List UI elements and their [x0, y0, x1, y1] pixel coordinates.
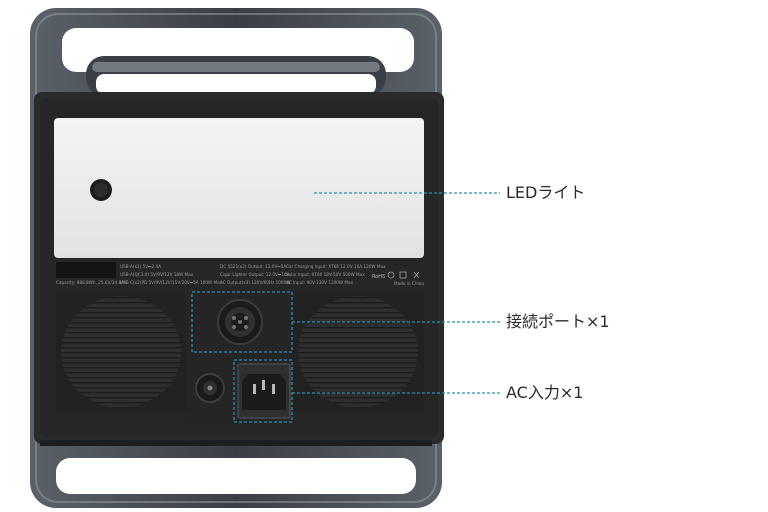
- spec-line: Car Charging Input: XT60 12.0V 10A 120W …: [286, 264, 386, 269]
- led-light-label: LEDライト: [506, 183, 586, 202]
- rohs-mark: RoHS: [372, 274, 385, 280]
- right-vent-grill: [292, 292, 424, 412]
- spec-line: USB-A(QC3.0) 5V/9V/12V 18W Max: [120, 272, 194, 277]
- ac-input-port: [237, 363, 291, 419]
- top-handle: [86, 56, 386, 96]
- made-in-text: Made in China: [394, 281, 424, 286]
- spec-line: AC Input: 90V-130V 1200W Max: [286, 280, 354, 285]
- left-vent-grill: [56, 292, 186, 412]
- spec-line: Cigar Lighter Output: 12.0V⎓10A: [220, 272, 290, 277]
- connection-port-label: 接続ポート×1: [506, 312, 610, 331]
- dc-input-port: [195, 373, 225, 403]
- certification-icons: [387, 271, 420, 279]
- spec-line: USB-A(x2) 5V⎓2.4A: [120, 264, 161, 269]
- connection-port: [217, 299, 263, 345]
- spec-line: AC Output(x3) 120V/60Hz 1000W: [220, 280, 290, 285]
- bottom-edge: [40, 440, 432, 446]
- spec-line: DC 5521(x2) Output: 12.0V⎓5A: [220, 264, 286, 269]
- led-light-panel: [54, 118, 424, 258]
- spec-line: Solar Input: XT60 18V-50V 500W Max: [286, 272, 365, 277]
- ac-input-label: AC入力×1: [506, 383, 584, 402]
- spec-text: USB-A(x2) 5V⎓2.4A DC 5521(x2) Output: 12…: [56, 264, 424, 286]
- spec-line: USB-C(x2)PD 5V/9V/12V/15V/20V⎓5A 100W Ma…: [120, 280, 223, 285]
- spec-line: Capacity: 888.8Wh, 25.6V/34.8Ah: [56, 280, 127, 285]
- spec-label-strip: [56, 262, 116, 278]
